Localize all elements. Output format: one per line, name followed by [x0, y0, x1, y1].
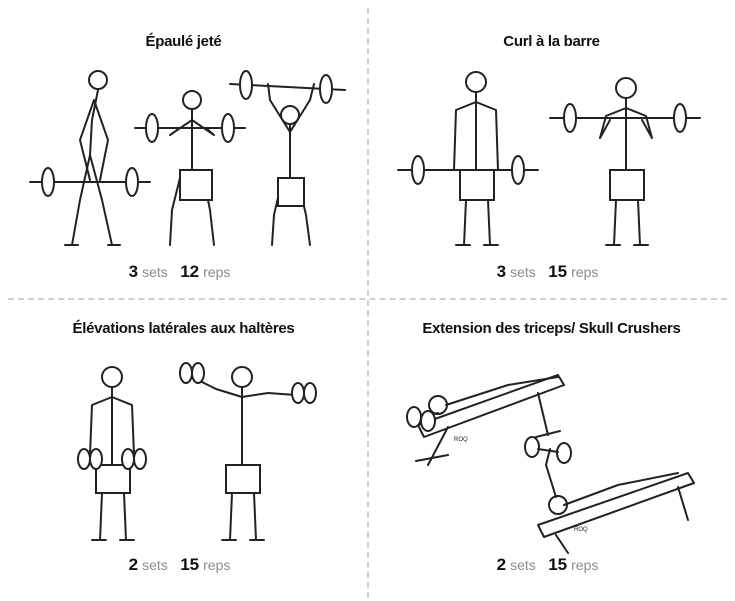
sets-unit: sets	[510, 264, 536, 280]
reps-count: 15	[548, 262, 568, 281]
reps-unit: reps	[203, 557, 231, 573]
sets-count: 2	[128, 555, 139, 574]
vertical-divider	[367, 8, 369, 598]
sets-count: 3	[128, 262, 139, 281]
sets-count: 2	[496, 555, 507, 574]
reps-count: 15	[180, 555, 200, 574]
sets-unit: sets	[142, 264, 168, 280]
skull-crusher-illustration-icon: ROQ ROQ	[406, 374, 695, 554]
horizontal-divider	[8, 298, 727, 300]
reps-unit: reps	[571, 557, 599, 573]
exercise-card-clean-and-jerk: Épaulé jeté	[0, 0, 367, 298]
exercise-title: Élévations latérales aux haltères	[72, 320, 295, 337]
lateral-raise-illustration-icon	[77, 362, 317, 541]
reps-unit: reps	[203, 264, 231, 280]
exercise-title: Épaulé jeté	[145, 33, 222, 50]
bench-label: ROQ	[574, 527, 588, 533]
sets-unit: sets	[510, 557, 536, 573]
bench-label: ROQ	[454, 437, 468, 443]
exercise-card-lateral-raise: Élévations latérales aux haltères	[0, 300, 367, 601]
exercise-card-barbell-curl: Curl à la barre	[368, 0, 735, 298]
reps-count: 12	[180, 262, 200, 281]
clean-and-jerk-illustration-icon	[29, 70, 346, 246]
exercise-card-skull-crushers: Extension des triceps/ Skull Crushers RO…	[368, 300, 735, 601]
sets-count: 3	[496, 262, 507, 281]
reps-count: 15	[548, 555, 568, 574]
exercise-title: Curl à la barre	[503, 33, 600, 50]
barbell-curl-illustration-icon	[397, 71, 701, 246]
exercise-title: Extension des triceps/ Skull Crushers	[422, 320, 681, 337]
reps-unit: reps	[571, 264, 599, 280]
sets-unit: sets	[142, 557, 168, 573]
